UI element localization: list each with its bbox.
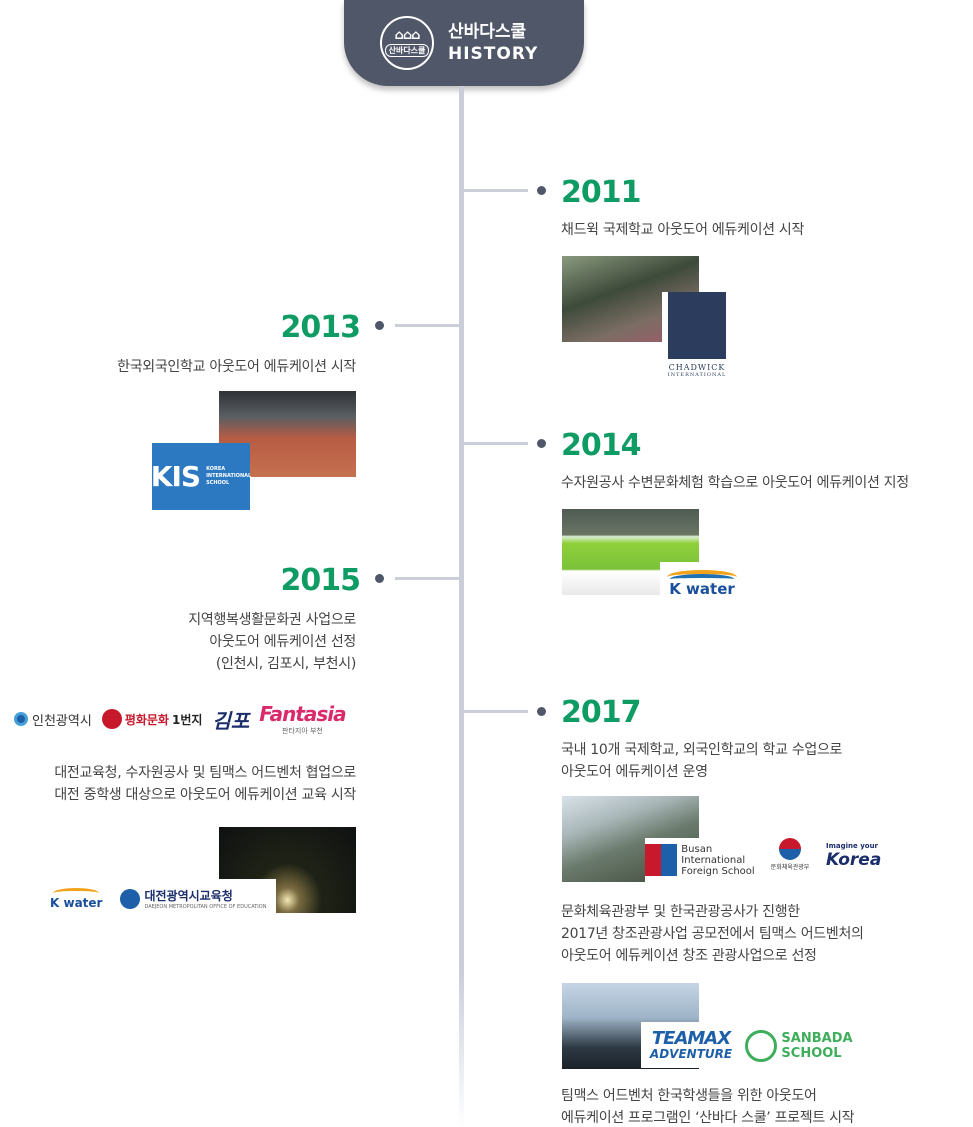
desc-2017b-l3: 아웃도어 에듀케이션 창조 관광사업으로 선정 <box>561 948 817 964</box>
desc-2017c-l1: 팀맥스 어드벤처 한국학생들을 위한 아웃도어 <box>561 1088 817 1104</box>
daejeon-emblem-icon <box>120 888 141 909</box>
desc-2015b-l2: 대전 중학생 대상으로 아웃도어 에듀케이션 교육 시작 <box>54 787 356 803</box>
kwater-logo-text: K water <box>669 580 735 598</box>
desc-2017-l2: 아웃도어 에듀케이션 운영 <box>561 764 708 780</box>
imagine-your-korea-logo: Imagine your Korea <box>826 842 882 870</box>
kwater-arc2-icon <box>670 574 734 584</box>
daejeon-logo-text: 대전광역시교육청 <box>144 889 233 903</box>
desc-2017-l1: 국내 10개 국제학교, 외국인학교의 학교 수업으로 <box>561 742 843 758</box>
incheon-emblem-icon <box>14 712 28 726</box>
desc-2015-l2: 아웃도어 에듀케이션 선정 <box>209 634 356 650</box>
desc-2015b-l1: 대전교육청, 수자원공사 및 팀맥스 어드벤처 협업으로 <box>54 765 356 781</box>
dot-2013 <box>375 321 384 330</box>
teamax-logo-sub: ADVENTURE <box>649 1047 733 1061</box>
history-badge: ⌂⌂⌂ 산바다스쿨 산바다스쿨 HISTORY <box>344 0 584 86</box>
connector-2013 <box>395 324 459 327</box>
incheon-logo-text: 인천광역시 <box>32 713 92 729</box>
fantasia-logo-sub: 판타지아 부천 <box>282 727 323 735</box>
chadwick-logo: CHADWICK INTERNATIONAL <box>662 292 732 378</box>
desc-2011: 채드윅 국제학교 아웃도어 에듀케이션 시작 <box>561 222 805 238</box>
year-2011: 2011 <box>561 175 641 210</box>
pyeonghwa-emblem-icon <box>101 709 122 729</box>
chadwick-emblem-icon <box>668 292 726 359</box>
pyeonghwa-logo: 평화문화 1번지 <box>101 709 203 729</box>
connector-2017 <box>464 710 528 713</box>
teamax-logo-text: TEAMAX <box>651 1028 731 1049</box>
ikorea-logo-sub: Imagine your <box>826 842 879 850</box>
dot-2014 <box>537 439 546 448</box>
badge-title-kr: 산바다스쿨 <box>448 22 527 42</box>
pyeonghwa-logo-no: 1번지 <box>171 712 203 727</box>
connector-2011 <box>464 189 528 192</box>
busan-emblem-icon <box>645 844 678 876</box>
badge-title: 산바다스쿨 HISTORY <box>448 21 538 65</box>
desc-2017c-l2: 에듀케이션 프로그램인 ‘산바다 스쿨’ 프로젝트 시작 <box>561 1110 855 1126</box>
dot-2017 <box>537 707 546 716</box>
logo-name: 산바다스쿨 <box>384 44 430 57</box>
desc-2015-l1: 지역행복생활문화권 사업으로 <box>188 612 356 628</box>
badge-title-en: HISTORY <box>448 44 539 64</box>
teamax-adventure-logo: TEAMAX ADVENTURE <box>641 1022 741 1068</box>
year-2015: 2015 <box>280 563 362 598</box>
dot-2011 <box>537 186 546 195</box>
fantasia-logo: Fantasia 판타지아 부천 <box>259 702 346 736</box>
desc-2015-l3: (인천시, 김포시, 부천시) <box>215 656 356 672</box>
ikorea-logo-text: Korea <box>826 850 882 870</box>
timeline-spine <box>459 86 464 1127</box>
logos-2015-cities: 인천광역시 평화문화 1번지 김포 Fantasia 판타지아 부천 <box>14 702 347 736</box>
kwater-small-arc-icon <box>53 887 100 898</box>
connector-2015 <box>395 577 459 580</box>
pyeonghwa-logo-text: 평화문화 <box>124 712 169 727</box>
mcst-logo-text: 문화체육관광부 <box>770 864 810 871</box>
sanbada-emblem-icon <box>745 1030 778 1062</box>
year-2014: 2014 <box>561 428 641 463</box>
chadwick-logo-text: CHADWICK <box>668 363 726 372</box>
desc-2017b-l2: 2017년 창조관광사업 공모전에서 팀맥스 어드벤처의 <box>561 926 864 942</box>
daejeon-edu-logo: 대전광역시교육청 DAEJEON METROPOLITAN OFFICE OF … <box>114 883 273 914</box>
desc-2017b-l1: 문화체육관광부 및 한국관광공사가 진행한 <box>561 904 800 920</box>
desc-2014: 수자원공사 수변문화체험 학습으로 아웃도어 에듀케이션 지정 <box>561 475 909 491</box>
connector-2014 <box>464 442 528 445</box>
busan-foreign-school-logo: Busan International Foreign School <box>645 838 755 882</box>
year-2013: 2013 <box>280 310 362 345</box>
kwater-small-logo-text: K water <box>50 895 103 910</box>
sanbada-school-logo: ⌂⌂⌂ 산바다스쿨 <box>380 16 434 70</box>
daejeon-logo-sub: DAEJEON METROPOLITAN OFFICE OF EDUCATION <box>144 904 267 910</box>
logos-2015-daejeon: K water 대전광역시교육청 DAEJEON METROPOLITAN OF… <box>50 879 277 918</box>
mcst-logo: 문화체육관광부 <box>762 838 818 882</box>
kis-logo-sub: KOREA INTERNATIONAL SCHOOL <box>206 466 252 486</box>
kwater-arc-icon <box>667 570 737 584</box>
fantasia-logo-text: Fantasia <box>259 702 346 726</box>
chadwick-logo-sub: INTERNATIONAL <box>667 372 727 378</box>
kis-logo: KIS KOREA INTERNATIONAL SCHOOL <box>150 443 252 510</box>
sanbada-school-green-logo: SANBADA SCHOOL <box>744 1024 854 1068</box>
houses-icon: ⌂⌂⌂ <box>394 28 421 43</box>
sanbada-logo-sub: SCHOOL <box>781 1046 842 1061</box>
busan-logo-text: Busan International Foreign School <box>681 843 755 877</box>
mcst-emblem-icon <box>779 838 801 860</box>
kwater-small-logo: K water <box>50 887 103 910</box>
sanbada-logo-text: SANBADA <box>781 1031 853 1046</box>
desc-2013: 한국외국인학교 아웃도어 에듀케이션 시작 <box>117 359 356 375</box>
kis-logo-text: KIS <box>150 460 201 493</box>
kwater-logo: K water <box>660 562 744 606</box>
incheon-logo: 인천광역시 <box>14 710 92 729</box>
dot-2015 <box>375 574 384 583</box>
gimpo-logo: 김포 <box>212 708 250 733</box>
year-2017: 2017 <box>561 695 641 730</box>
